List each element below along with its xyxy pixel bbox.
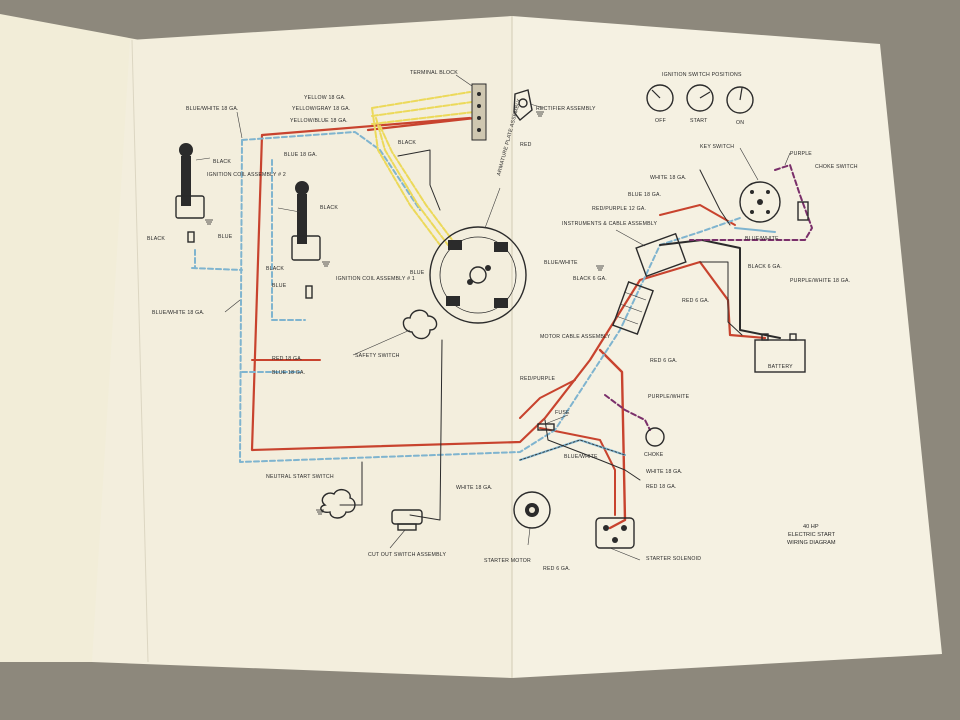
ground-symbols [205, 111, 604, 515]
label-yellow-blue: YELLOW/BLUE 18 GA. [290, 118, 348, 124]
label-black-6-right: BLACK 6 GA. [748, 264, 782, 270]
label-purple-white: PURPLE/WHITE [648, 394, 690, 400]
position-on: ON [736, 120, 744, 126]
panel-edge [131, 39, 149, 663]
choke [645, 427, 665, 447]
label-blue-coil1: BLUE [272, 283, 287, 289]
label-neutral-start: NEUTRAL START SWITCH [266, 474, 334, 480]
key-switch [739, 181, 781, 223]
position-off: OFF [655, 118, 666, 124]
label-black-top: BLACK [398, 140, 416, 146]
label-safety-switch: SAFETY SWITCH [355, 353, 400, 359]
label-blue-white-right: BLUE/WHITE [745, 236, 779, 242]
label-blue-18-top: BLUE 18 GA. [284, 152, 317, 158]
label-black-6-left: BLACK 6 GA. [573, 276, 607, 282]
instruments-cable-assembly [612, 232, 687, 335]
label-choke: CHOKE [644, 452, 664, 458]
title-line-1: 40 HP [803, 524, 819, 530]
wire-red-6 [598, 348, 627, 530]
wire-red-18 [251, 359, 616, 516]
rectifier-assembly [513, 89, 533, 122]
label-blue-white-left: BLUE/WHITE 18 GA. [152, 310, 205, 316]
fuse [537, 423, 555, 431]
label-black-coil2: BLACK [213, 159, 231, 165]
wire-blue-coil1 [241, 159, 306, 373]
label-rectifier: RECTIFIER ASSEMBLY [536, 106, 596, 112]
label-white-18-bottom: WHITE 18 GA. [456, 485, 493, 491]
title-line-3: WIRING DIAGRAM [787, 540, 836, 546]
label-purple: PURPLE [790, 151, 812, 157]
wire-yellow-3 [371, 111, 475, 246]
label-yellow: YELLOW 18 GA. [304, 95, 346, 101]
label-black-coil1: BLACK [320, 205, 338, 211]
position-start: START [690, 118, 708, 124]
neutral-start-switch [320, 488, 356, 519]
label-white-18-mid: WHITE 18 GA. [646, 469, 683, 475]
label-terminal-block: TERMINAL BLOCK [410, 70, 458, 76]
label-yellow-gray: YELLOW/GRAY 18 GA. [292, 106, 350, 112]
label-red-purple: RED/PURPLE [520, 376, 555, 382]
label-ignition-coil-2: IGNITION COIL ASSEMBLY # 2 [207, 172, 286, 178]
label-blue-coil2: BLUE [218, 234, 233, 240]
wire-red-purple-12 [659, 204, 736, 226]
wire-blue-coil2 [191, 249, 243, 271]
wire-black-6 [659, 239, 781, 339]
wire-blue-main [239, 131, 741, 463]
label-red-18: RED 18 GA. [272, 356, 303, 362]
label-red-6-mid: RED 6 GA. [650, 358, 677, 364]
label-purple-white-18: PURPLE/WHITE 18 GA. [790, 278, 850, 284]
label-starter-motor: STARTER MOTOR [484, 558, 531, 564]
terminal-block [471, 83, 487, 141]
leader-lines [195, 74, 791, 561]
ignition-coil-1 [291, 181, 321, 299]
wire-yellow-1 [371, 91, 471, 246]
label-key-switch: KEY SWITCH [700, 144, 734, 150]
starter-solenoid [595, 517, 635, 549]
label-blue-white-top: BLUE/WHITE 18 GA. [186, 106, 239, 112]
cut-out-switch [391, 509, 423, 531]
label-blue-white-armature: BLUE/WHITE [544, 260, 578, 266]
label-cut-out: CUT OUT SWITCH ASSEMBLY [368, 552, 446, 558]
label-fuse: FUSE [555, 410, 570, 416]
label-white-18-top: WHITE 18 GA. [650, 175, 687, 181]
switch-positions-heading: IGNITION SWITCH POSITIONS [662, 72, 742, 78]
label-red-6-bottom: RED 6 GA. [543, 566, 570, 572]
safety-switch [402, 309, 438, 340]
switch-position-dials [646, 84, 754, 114]
ignition-coil-2 [175, 143, 205, 243]
label-black-coil2-lower: BLACK [147, 236, 165, 242]
wire-black-misc [339, 149, 743, 521]
label-red-18-lower: RED 18 GA. [646, 484, 677, 490]
label-blue-18: BLUE 18 GA. [272, 370, 305, 376]
label-battery: BATTERY [768, 364, 793, 370]
label-blue-white-mid: BLUE/WHITE [564, 454, 598, 460]
label-red-6-top: RED 6 GA. [682, 298, 709, 304]
label-choke-switch: CHOKE SWITCH [815, 164, 858, 170]
label-blue-18-right: BLUE 18 GA. [628, 192, 661, 198]
label-motor-cable: MOTOR CABLE ASSEMBLY [540, 334, 611, 340]
starter-motor [513, 491, 551, 529]
label-red-top: RED [520, 142, 532, 148]
label-blue-armature: BLUE [410, 270, 425, 276]
wire-yellow-2 [371, 101, 473, 246]
wire-blue-white-b [519, 439, 626, 461]
battery [754, 333, 806, 373]
armature-plate [429, 226, 527, 324]
label-black-coil1-lower: BLACK [266, 266, 284, 272]
paper-left-half [92, 16, 512, 678]
wire-purple [604, 164, 813, 431]
title-line-2: ELECTRIC START [788, 532, 836, 538]
choke-switch [797, 201, 809, 221]
label-starter-solenoid: STARTER SOLENOID [646, 556, 701, 562]
wire-red-purple [519, 379, 576, 419]
label-red-purple-12: RED/PURPLE 12 GA. [592, 206, 646, 212]
label-ignition-coil-1: IGNITION COIL ASSEMBLY # 1 [336, 276, 415, 282]
label-instruments-cable: INSTRUMENTS & CABLE ASSEMBLY [562, 221, 657, 227]
paper-right-half [512, 16, 942, 678]
